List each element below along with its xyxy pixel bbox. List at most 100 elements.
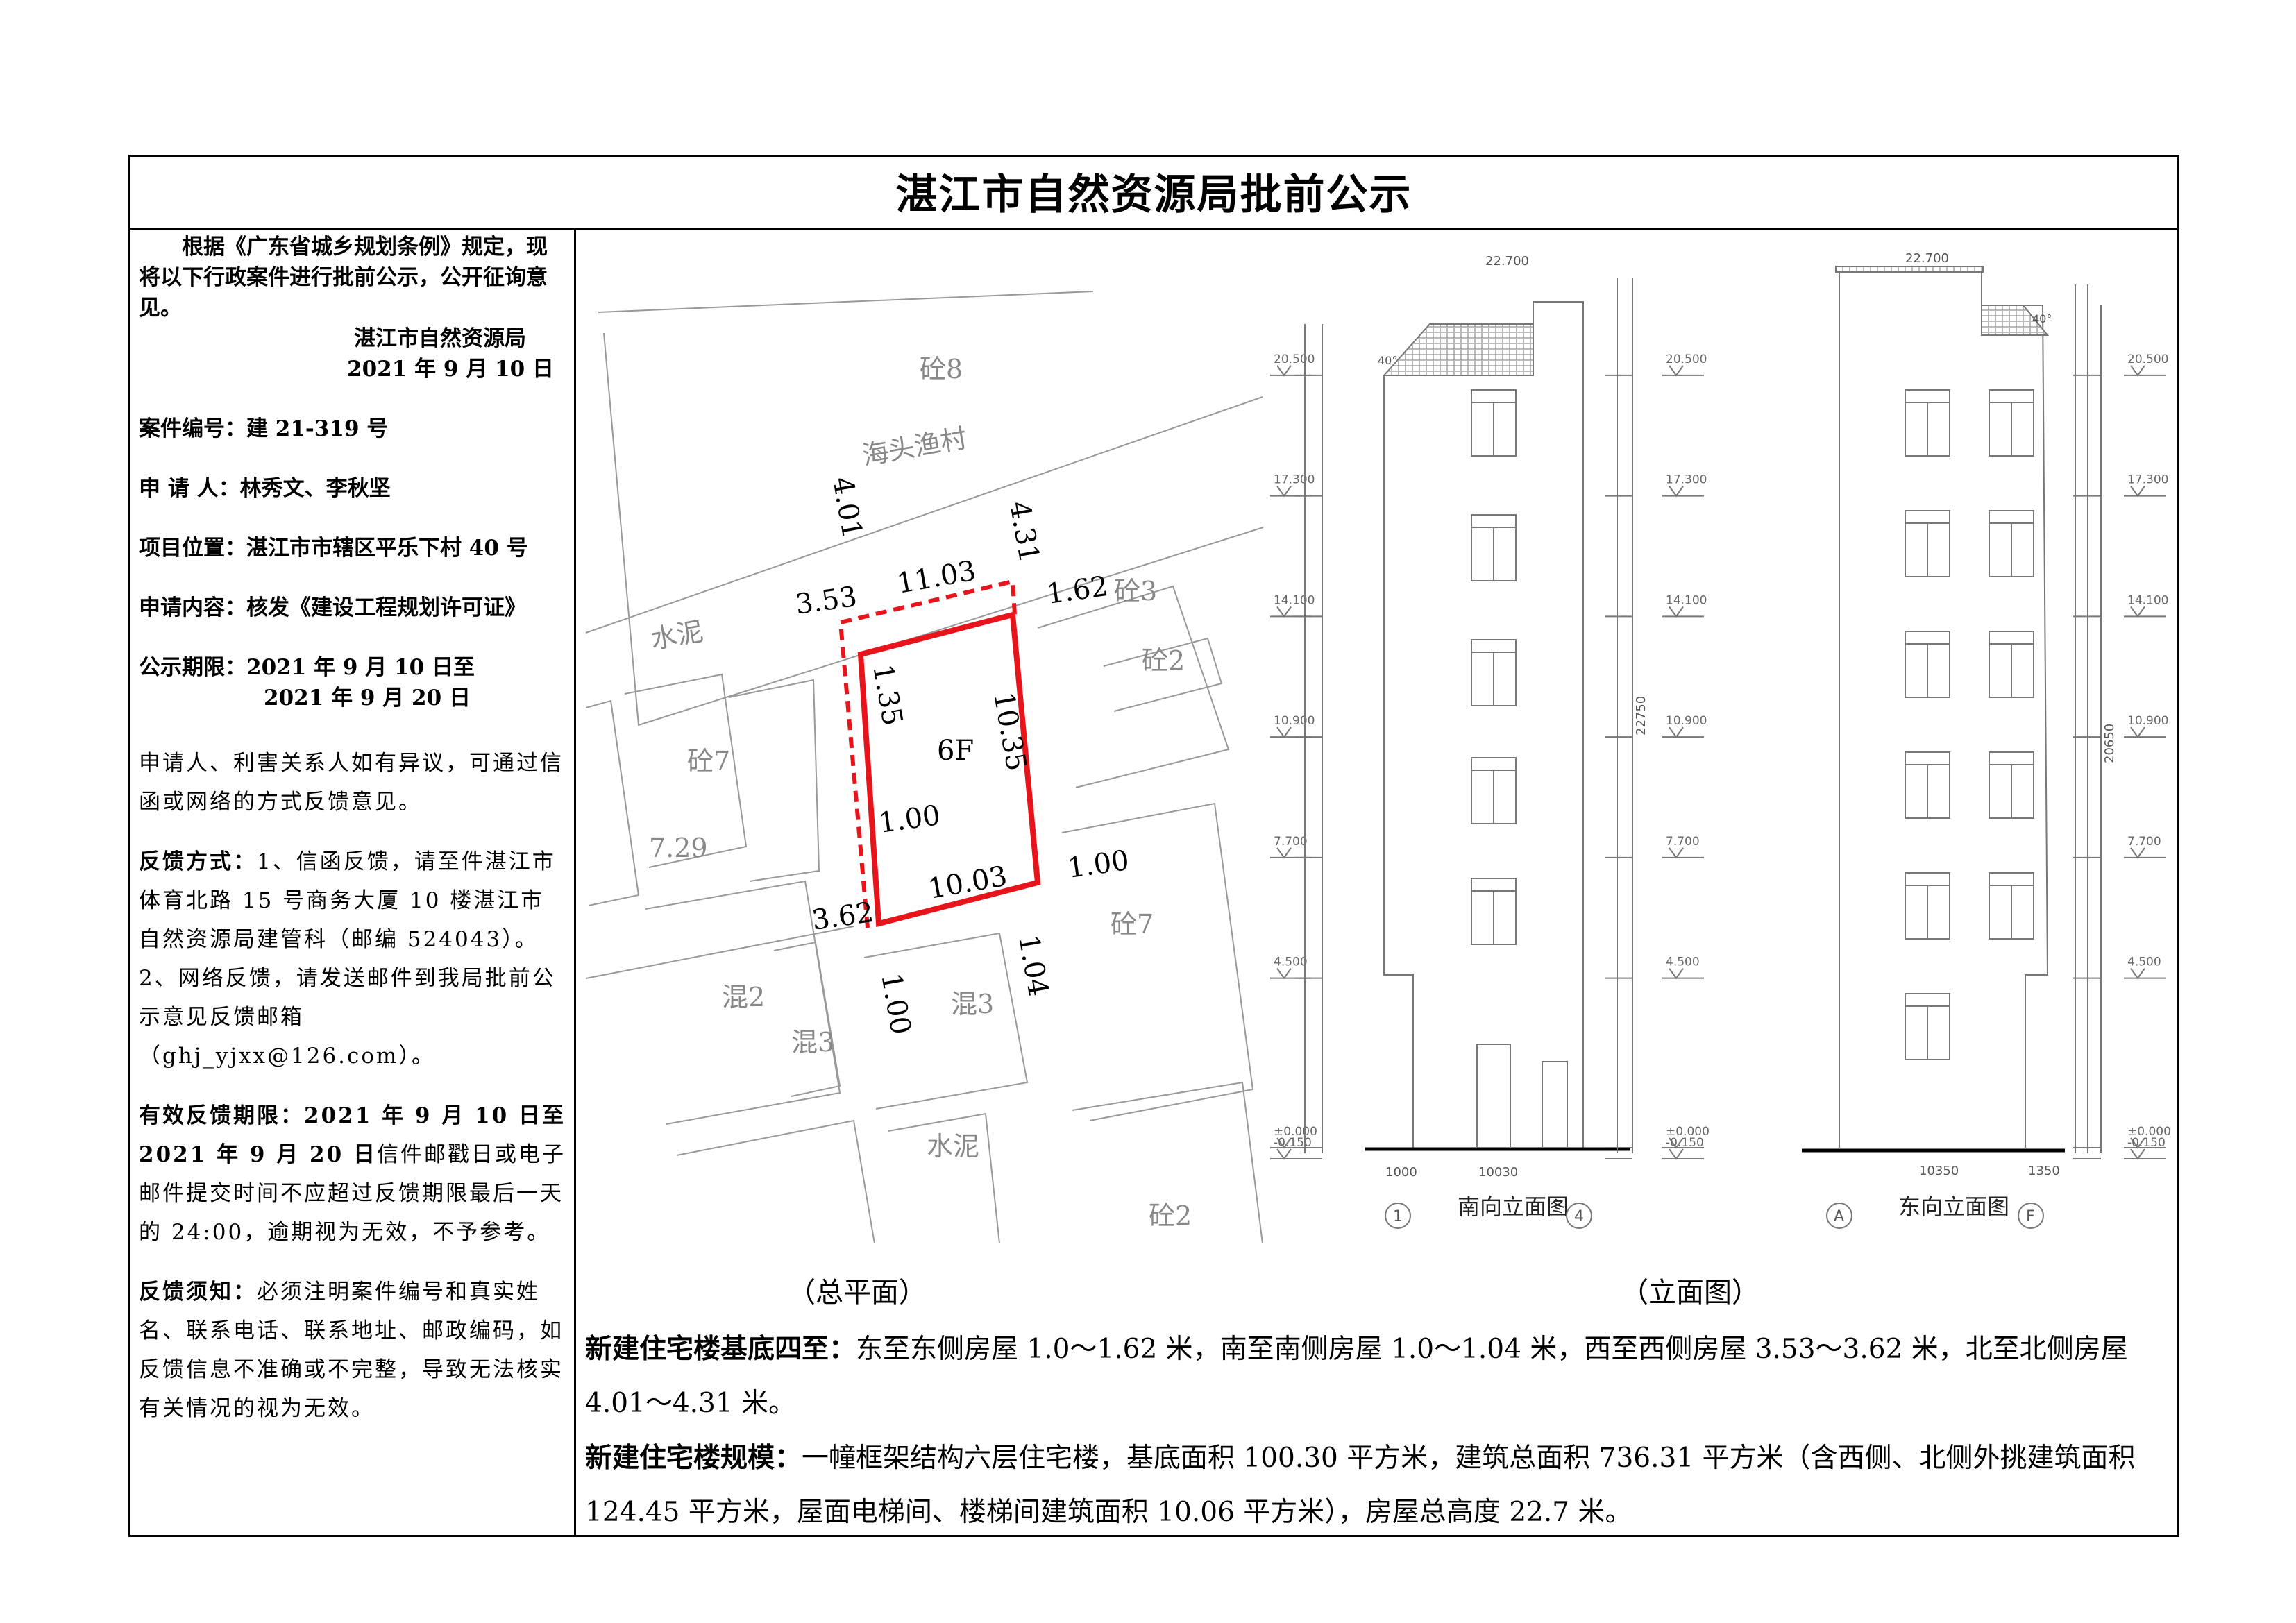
period-label: 公示期限： [139, 655, 246, 680]
column-divider [574, 228, 576, 1537]
floors-label: 6F [937, 735, 974, 767]
level-label: 17.300 [1274, 473, 1315, 487]
axis-circle [1566, 1203, 1592, 1229]
feedback-label: 反馈方式： [139, 849, 257, 874]
case-number: 案件编号：建 21-319 号 [139, 416, 389, 441]
dim-bottom-length: 10.03 [926, 860, 1010, 906]
level-mark: -0.150 [1605, 1136, 1704, 1160]
building-outline [863, 932, 1029, 1110]
building-outline [585, 699, 640, 906]
dim-east-north: 1.62 [1045, 570, 1111, 611]
level-label: 4.500 [1274, 955, 1308, 969]
axis-label: F [2026, 1208, 2035, 1225]
level-label: -0.150 [2127, 1136, 2166, 1150]
level-label: ±0.000 [1666, 1125, 1710, 1139]
south-elevation: 20.500 17.300 14.100 10.900 7.700 4.500 ±0.000… [1270, 254, 1710, 1229]
applicant-label: 申 请 人： [139, 476, 240, 501]
dim-main: 10030 [1478, 1165, 1518, 1180]
setback-paragraph: 新建住宅楼基底四至：东至东侧房屋 1.0～1.62 米，南至南侧房屋 1.0～1… [585, 1333, 2128, 1419]
level-label: 4.500 [1666, 955, 1700, 969]
dim-east-south: 1.00 [1065, 844, 1131, 885]
top-level-mark: 22.700 [1905, 251, 1949, 266]
level-mark: 10.900 [1605, 714, 1707, 738]
intro-text: 根据《广东省城乡规划条例》规定，现将以下行政案件进行批前公示，公开征询意见。 [139, 235, 548, 321]
level-label: 20.500 [1666, 352, 1707, 366]
level-label: 7.700 [2127, 835, 2161, 849]
dim-west-north: 3.53 [793, 581, 859, 621]
level-mark: 14.100 [1270, 593, 1322, 618]
dim-left: 1000 [1385, 1165, 1417, 1180]
level-mark: 17.300 [2073, 473, 2168, 498]
level-label: 7.700 [1274, 835, 1308, 849]
level-label: 17.300 [2127, 473, 2168, 487]
dim-main: 10350 [1919, 1164, 1959, 1178]
new-building-footprint [857, 611, 1041, 928]
elevation-caption: （立面图） [1621, 1277, 1759, 1309]
level-mark: 10.900 [2073, 714, 2168, 738]
building-label: 砼8 [920, 354, 963, 384]
level-mark: 4.500 [2073, 955, 2166, 980]
level-mark: ±0.000 [1605, 1125, 1710, 1149]
level-mark: 14.100 [2073, 593, 2168, 618]
total-height-dim: 22750 [1634, 696, 1648, 736]
east-elevation: 20.500 17.300 14.100 10.900 7.700 4.500 ±0.000… [1802, 251, 2171, 1229]
scale-label: 新建住宅楼规模： [585, 1442, 802, 1474]
building-outline [1383, 301, 1584, 1148]
level-label: 17.300 [1666, 473, 1707, 487]
dim-east-length: 10.35 [987, 690, 1032, 774]
level-mark: -0.150 [2073, 1136, 2166, 1160]
building-outline [676, 1119, 875, 1244]
road-label: 水泥 [648, 615, 706, 655]
location-label: 项目位置： [139, 536, 246, 561]
total-height-dim: 20650 [2102, 724, 2117, 763]
site-plan: 4.01 4.31 3.53 11.03 1.62 1.35 10.35 6F … [585, 291, 1264, 1244]
building-outline [728, 679, 820, 882]
level-mark: 7.700 [1605, 835, 1704, 859]
axis-label: 1 [1393, 1208, 1403, 1225]
elevation-title: 南向立面图 [1458, 1193, 1569, 1220]
building-outline [603, 332, 1264, 726]
building-label: 混3 [791, 1027, 834, 1057]
level-label: 10.900 [1274, 714, 1315, 728]
feedback-notice: 反馈须知：必须注明案件编号和真实姓名、联系电话、联系地址、邮政编码，如反馈信息不… [139, 1280, 564, 1421]
notice-label: 反馈须知： [139, 1280, 257, 1305]
building-outline [624, 673, 748, 868]
site-plan-caption: （总平面） [788, 1277, 927, 1309]
level-label: 20.500 [2127, 352, 2168, 366]
axis-circle [2018, 1203, 2044, 1229]
publicity-period: 公示期限：2021 年 9 月 10 日至 [139, 655, 475, 680]
level-mark: 4.500 [1270, 955, 1322, 980]
building-outline [1061, 802, 1254, 1121]
road-label: 水泥 [927, 1131, 979, 1162]
building-outline [1103, 637, 1223, 712]
notice-table [128, 155, 2179, 1537]
side-door [1542, 1061, 1568, 1148]
setback-label: 新建住宅楼基底四至： [585, 1333, 856, 1365]
spot-elevation: 7.29 [649, 833, 708, 863]
level-label: ±0.000 [2127, 1125, 2171, 1139]
dim-overhang-north: 1.00 [877, 799, 943, 840]
roof-angle: 40° [1378, 354, 1397, 367]
level-mark: 20.500 [1270, 352, 1322, 377]
application-content: 申请内容：核发《建设工程规划许可证》 [139, 595, 526, 620]
level-label: 10.900 [2127, 714, 2168, 728]
building-outline [773, 941, 841, 1097]
elevation-title: 东向立面图 [1898, 1193, 2009, 1220]
dim-overhang-west: 1.35 [866, 662, 909, 729]
applicant: 申 请 人：林秀文、李秋坚 [139, 476, 391, 501]
feedback-methods: 反馈方式：1、信函反馈，请至件湛江市体育北路 15 号商务大厦 10 楼湛江市自… [139, 849, 556, 952]
issue-date: 2021 年 9 月 10 日 [347, 357, 554, 382]
axis-label: A [1834, 1208, 1844, 1225]
level-mark: 7.700 [1270, 835, 1322, 859]
dim-north-east: 4.31 [1003, 499, 1045, 566]
level-mark: 17.300 [1605, 473, 1707, 498]
axis-circle [1385, 1203, 1411, 1229]
level-mark: ±0.000 [1270, 1125, 1322, 1149]
parapet [1835, 266, 1984, 273]
project-summary: 新建住宅楼基底四至：东至东侧房屋 1.0～1.62 米，南至南侧房屋 1.0～1… [585, 1322, 2175, 1540]
road-edge [585, 396, 1263, 634]
level-label: -0.150 [1274, 1136, 1312, 1150]
dim-west-south: 3.62 [810, 897, 876, 937]
building-outline [888, 1112, 1000, 1244]
